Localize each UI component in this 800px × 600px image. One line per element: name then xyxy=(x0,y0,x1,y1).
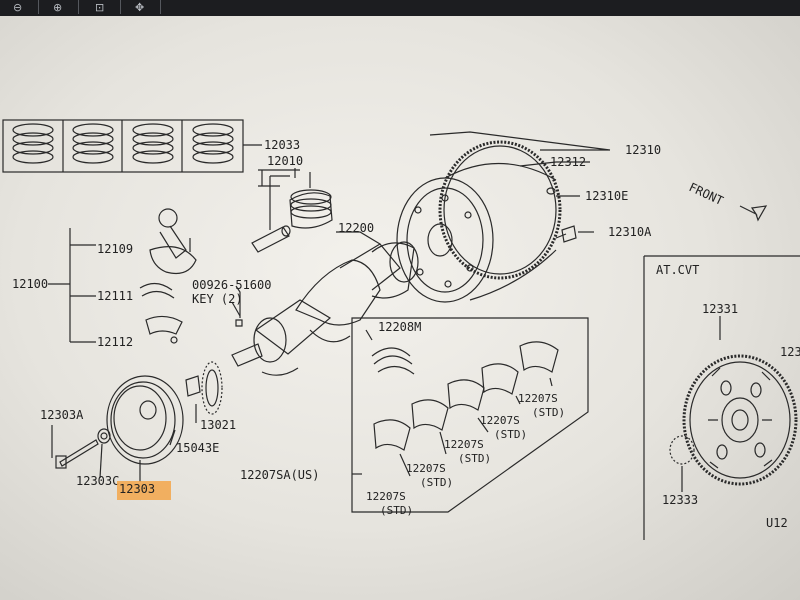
zoom-out-button[interactable]: ⊖ xyxy=(4,0,39,14)
label-12310a: 12310A xyxy=(608,225,652,239)
label-key: KEY (2) xyxy=(192,292,243,306)
label-12312: 12312 xyxy=(550,155,586,169)
pulley-bolt[interactable] xyxy=(55,439,99,469)
zoom-fit-button[interactable]: ⊡ xyxy=(86,0,121,14)
pan-button[interactable]: ✥ xyxy=(126,0,161,14)
label-12208m: 12208M xyxy=(378,320,421,334)
crankshaft-sprocket[interactable] xyxy=(201,361,223,415)
piston-pin[interactable] xyxy=(251,225,291,253)
label-12207s-1: 12207S xyxy=(366,490,406,503)
zoom-fit-icon: ⊡ xyxy=(95,1,105,14)
label-12303a: 12303A xyxy=(40,408,84,422)
label-13021: 13021 xyxy=(200,418,236,432)
zoom-out-icon: ⊖ xyxy=(13,1,23,14)
pan-icon: ✥ xyxy=(135,1,145,14)
main-bearing-set-box[interactable] xyxy=(351,317,589,513)
pulley-washer[interactable] xyxy=(97,428,111,444)
label-12112: 12112 xyxy=(97,335,133,349)
flywheel[interactable] xyxy=(396,162,557,303)
label-at-cvt: AT.CVT xyxy=(656,263,699,277)
label-12207s-3: 12207S xyxy=(444,438,484,451)
viewer-toolbar: ⊖ ⊕ ⊡ ✥ xyxy=(0,0,800,16)
piston[interactable] xyxy=(289,168,333,229)
label-12303[interactable]: 12303 xyxy=(119,482,156,496)
label-12333: 12333 xyxy=(662,493,698,507)
rod-bearing-halves[interactable] xyxy=(139,282,183,344)
label-12310e: 12310E xyxy=(585,189,628,203)
thrust-washer-set[interactable] xyxy=(371,347,415,375)
label-12010: 12010 xyxy=(267,154,303,168)
front-arrow xyxy=(739,205,768,222)
drive-plate[interactable] xyxy=(682,354,798,486)
flywheel-ring-gear[interactable] xyxy=(438,140,562,280)
connecting-rod[interactable] xyxy=(149,208,197,275)
label-std-1: (STD) xyxy=(380,504,413,517)
main-bearing-shells[interactable] xyxy=(373,341,559,477)
label-front: FRONT xyxy=(687,180,726,208)
label-12310: 12310 xyxy=(625,143,661,157)
crank-key-washer[interactable] xyxy=(185,375,201,397)
label-std-2: (STD) xyxy=(420,476,453,489)
label-12033: 12033 xyxy=(264,138,300,152)
label-std-5: (STD) xyxy=(532,406,565,419)
label-123-partial: 123 xyxy=(780,345,800,359)
flywheel-dowel[interactable] xyxy=(546,187,556,195)
crankshaft-pulley[interactable] xyxy=(106,375,184,465)
zoom-in-button[interactable]: ⊕ xyxy=(44,0,79,14)
crankshaft[interactable] xyxy=(231,241,419,376)
label-std-4: (STD) xyxy=(494,428,527,441)
label-00926-51600: 00926-51600 xyxy=(192,278,271,292)
label-12207s-4: 12207S xyxy=(480,414,520,427)
piston-ring-set[interactable] xyxy=(2,119,262,173)
label-12207s-5: 12207S xyxy=(518,392,558,405)
label-15043e: 15043E xyxy=(176,441,219,455)
label-12100: 12100 xyxy=(12,277,48,291)
at-cvt-box[interactable] xyxy=(643,255,800,540)
label-12207sa: 12207SA(US) xyxy=(240,468,319,482)
drive-plate-spacer[interactable] xyxy=(669,435,695,465)
label-12111: 12111 xyxy=(97,289,133,303)
zoom-in-icon: ⊕ xyxy=(53,1,63,14)
highlighted-part-marker xyxy=(117,481,171,500)
label-12303c: 12303C xyxy=(76,474,119,488)
label-12331: 12331 xyxy=(702,302,738,316)
label-12109: 12109 xyxy=(97,242,133,256)
label-12207s-2: 12207S xyxy=(406,462,446,475)
flywheel-bolt[interactable] xyxy=(555,225,577,243)
label-12200: 12200 xyxy=(338,221,374,235)
label-std-3: (STD) xyxy=(458,452,491,465)
label-u12-partial: U12 xyxy=(766,516,788,530)
